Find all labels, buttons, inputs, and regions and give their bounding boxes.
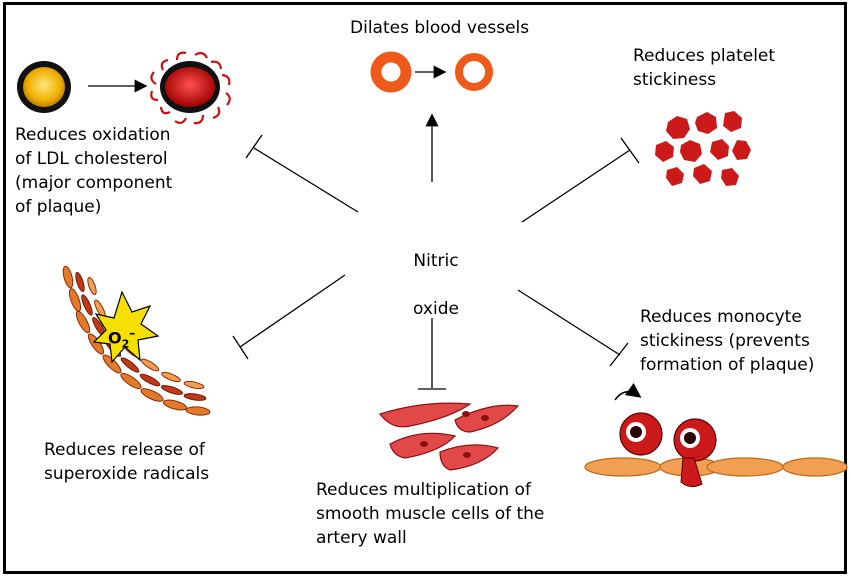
monocyte-label: Reduces monocyte stickiness (prevents fo… [640, 307, 815, 375]
ldl-label: Reduces oxidation of LDL cholesterol (ma… [15, 125, 173, 217]
inhibit-ldl-line [253, 147, 359, 213]
connectors [232, 113, 640, 390]
blood-vessel-illustration [370, 51, 493, 93]
inhibit-superoxide-bar [232, 335, 249, 360]
inhibit-platelet-line [521, 149, 631, 223]
superoxide-symbol: O2– [108, 326, 135, 351]
superoxide-charge: – [129, 326, 136, 340]
superoxide-base: O [108, 328, 122, 348]
smooth-muscle-illustration [379, 402, 520, 471]
superoxide-label: Reduces release of superoxide radicals [44, 440, 210, 484]
nitric-oxide-label: Nitric oxide [396, 225, 476, 345]
superoxide-subscript: 2 [121, 337, 130, 351]
nitric-oxide-line2: oxide [413, 299, 459, 319]
platelet-icon [666, 116, 690, 139]
dilates-vessels-label: Dilates blood vessels [350, 18, 530, 38]
inhibit-ldl-bar [245, 134, 263, 159]
inhibit-superoxide-line [239, 274, 346, 348]
nitric-oxide-line1: Nitric [413, 251, 459, 271]
smooth-muscle-label: Reduces multiplication of smooth muscle … [316, 480, 545, 548]
monocyte-illustration [584, 382, 848, 488]
inhibit-monocyte-bar [609, 342, 629, 367]
platelet-label: Reduces platelet stickiness [633, 46, 776, 90]
inhibit-monocyte-line [517, 289, 621, 356]
endothelial-cell-icon [584, 457, 662, 477]
ldl-oxidation-illustration [17, 51, 231, 125]
smooth-muscle-cell-icon [379, 402, 472, 428]
diagram-frame [3, 2, 847, 574]
constricted-vessel-icon [370, 51, 412, 93]
dilated-vessel-icon [455, 53, 493, 91]
platelet-cluster-illustration [655, 111, 751, 186]
artery-wall-illustration [62, 265, 211, 416]
oxidized-ldl-icon [150, 51, 231, 125]
inhibit-platelet-bar [620, 137, 640, 164]
superoxide-burst-icon [92, 290, 160, 364]
